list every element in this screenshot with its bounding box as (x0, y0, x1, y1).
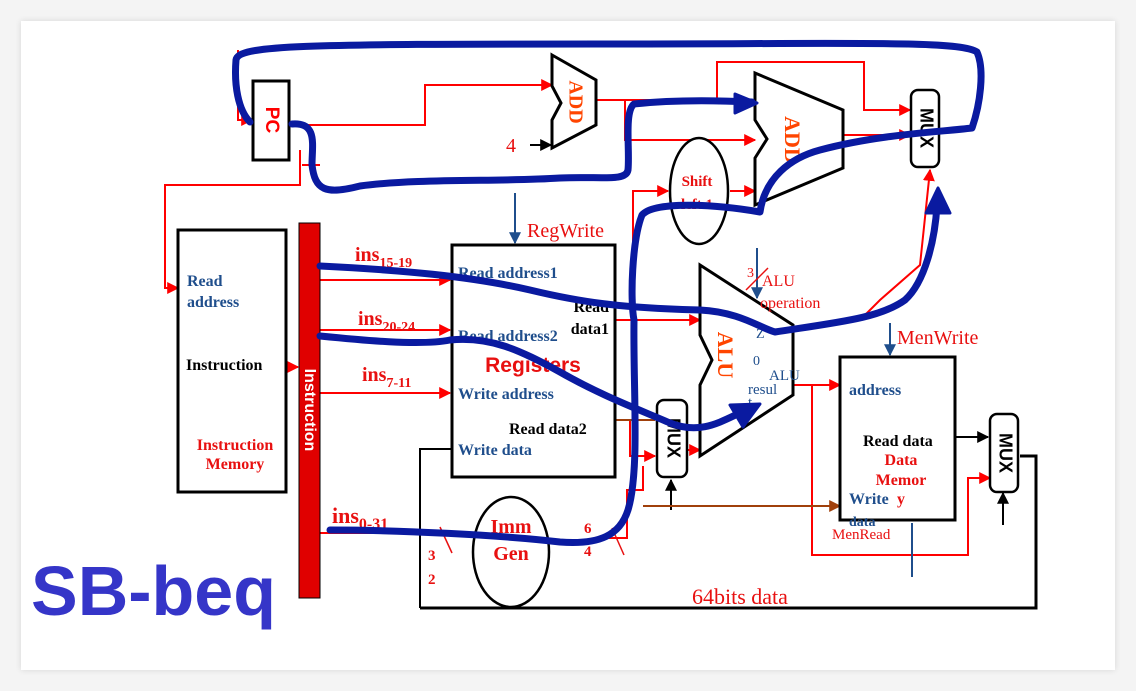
mem-write-label: MenWrite (897, 327, 979, 349)
imm-out-bits-2: 4 (584, 544, 592, 560)
field-ins-15-19: ins15-19 (355, 244, 412, 271)
add1-const: 4 (506, 135, 516, 157)
imm-out-bits-1: 6 (584, 521, 592, 537)
im-name-1: Instruction (197, 437, 274, 454)
imm-gen: Imm Gen 3 2 6 4 (428, 495, 625, 609)
imm-gen-1: Imm (490, 516, 531, 538)
mem-read-label: MenRead (832, 527, 891, 543)
imm-gen-2: Gen (493, 543, 529, 565)
bus-label: 64bits data (692, 584, 788, 609)
im-read-address-1: Read (187, 273, 223, 290)
dm-read-data: Read data (863, 433, 933, 450)
add1-label: ADD (564, 80, 586, 123)
alu-zero-2: 0 (753, 354, 760, 369)
reg-write-address: Write address (458, 386, 554, 403)
imm-in-bits-2: 2 (428, 572, 436, 588)
alu-result-2: resul (748, 382, 777, 398)
alu-op-2: operation (760, 295, 820, 312)
instruction-memory: Read address Instruction Instruction Mem… (176, 228, 288, 494)
alu-zero-1: Z (756, 327, 765, 342)
alu-op-1: ALU (762, 273, 795, 290)
data-memory: address Read data Data Memor y Write dat… (838, 355, 957, 530)
shift-left-ellipse: Shift left 1 (668, 136, 730, 246)
pc-block: PC (251, 79, 291, 162)
instruction-bus: Instruction (298, 222, 321, 599)
mux-alu: MUX (655, 398, 689, 479)
dm-name-1: Data (885, 452, 918, 469)
pc-label: PC (261, 107, 282, 134)
beq-highlight-path (232, 39, 985, 547)
dm-write-1: Write (849, 491, 889, 508)
shift-label-1: Shift (682, 174, 713, 190)
dm-name-2: Memor (876, 472, 927, 489)
reg-write-data: Write data (458, 442, 532, 459)
dm-address: address (849, 382, 901, 399)
alu-label: ALU (713, 332, 738, 379)
im-read-address-2: address (187, 294, 239, 311)
add1-block: ADD 4 (506, 52, 598, 157)
mux-mem: MUX (988, 412, 1020, 494)
alu-result-1: ALU (769, 368, 800, 384)
instruction-bus-label: Instruction (301, 369, 318, 452)
field-ins-7-11: ins7-11 (362, 364, 411, 391)
im-name-2: Memory (206, 456, 265, 473)
dm-name-3: y (897, 491, 905, 508)
dm-write-2: data (849, 515, 875, 530)
slide: PC ADD 4 ADD Shift left 1 MUX Read addre… (21, 21, 1115, 670)
reg-read-data2: Read data2 (509, 421, 587, 438)
mux-mem-label: MUX (995, 433, 1015, 473)
reg-write-label: RegWrite (527, 220, 604, 242)
control-wires (419, 139, 1038, 610)
alu-op-bits: 3 (747, 266, 754, 281)
reg-read-data1-2: data1 (571, 321, 609, 338)
alu-op-slash (745, 267, 769, 291)
field-ins-20-24: ins20-24 (358, 308, 415, 335)
field-labels: ins15-19 ins20-24 ins7-11 ins0-31 (332, 244, 415, 533)
imm-in-bits-1: 3 (428, 548, 436, 564)
mux-top-label: MUX (916, 108, 936, 148)
slide-title: SB-beq (31, 552, 276, 630)
datapath-diagram: PC ADD 4 ADD Shift left 1 MUX Read addre… (31, 39, 1038, 630)
im-instruction: Instruction (186, 357, 263, 374)
